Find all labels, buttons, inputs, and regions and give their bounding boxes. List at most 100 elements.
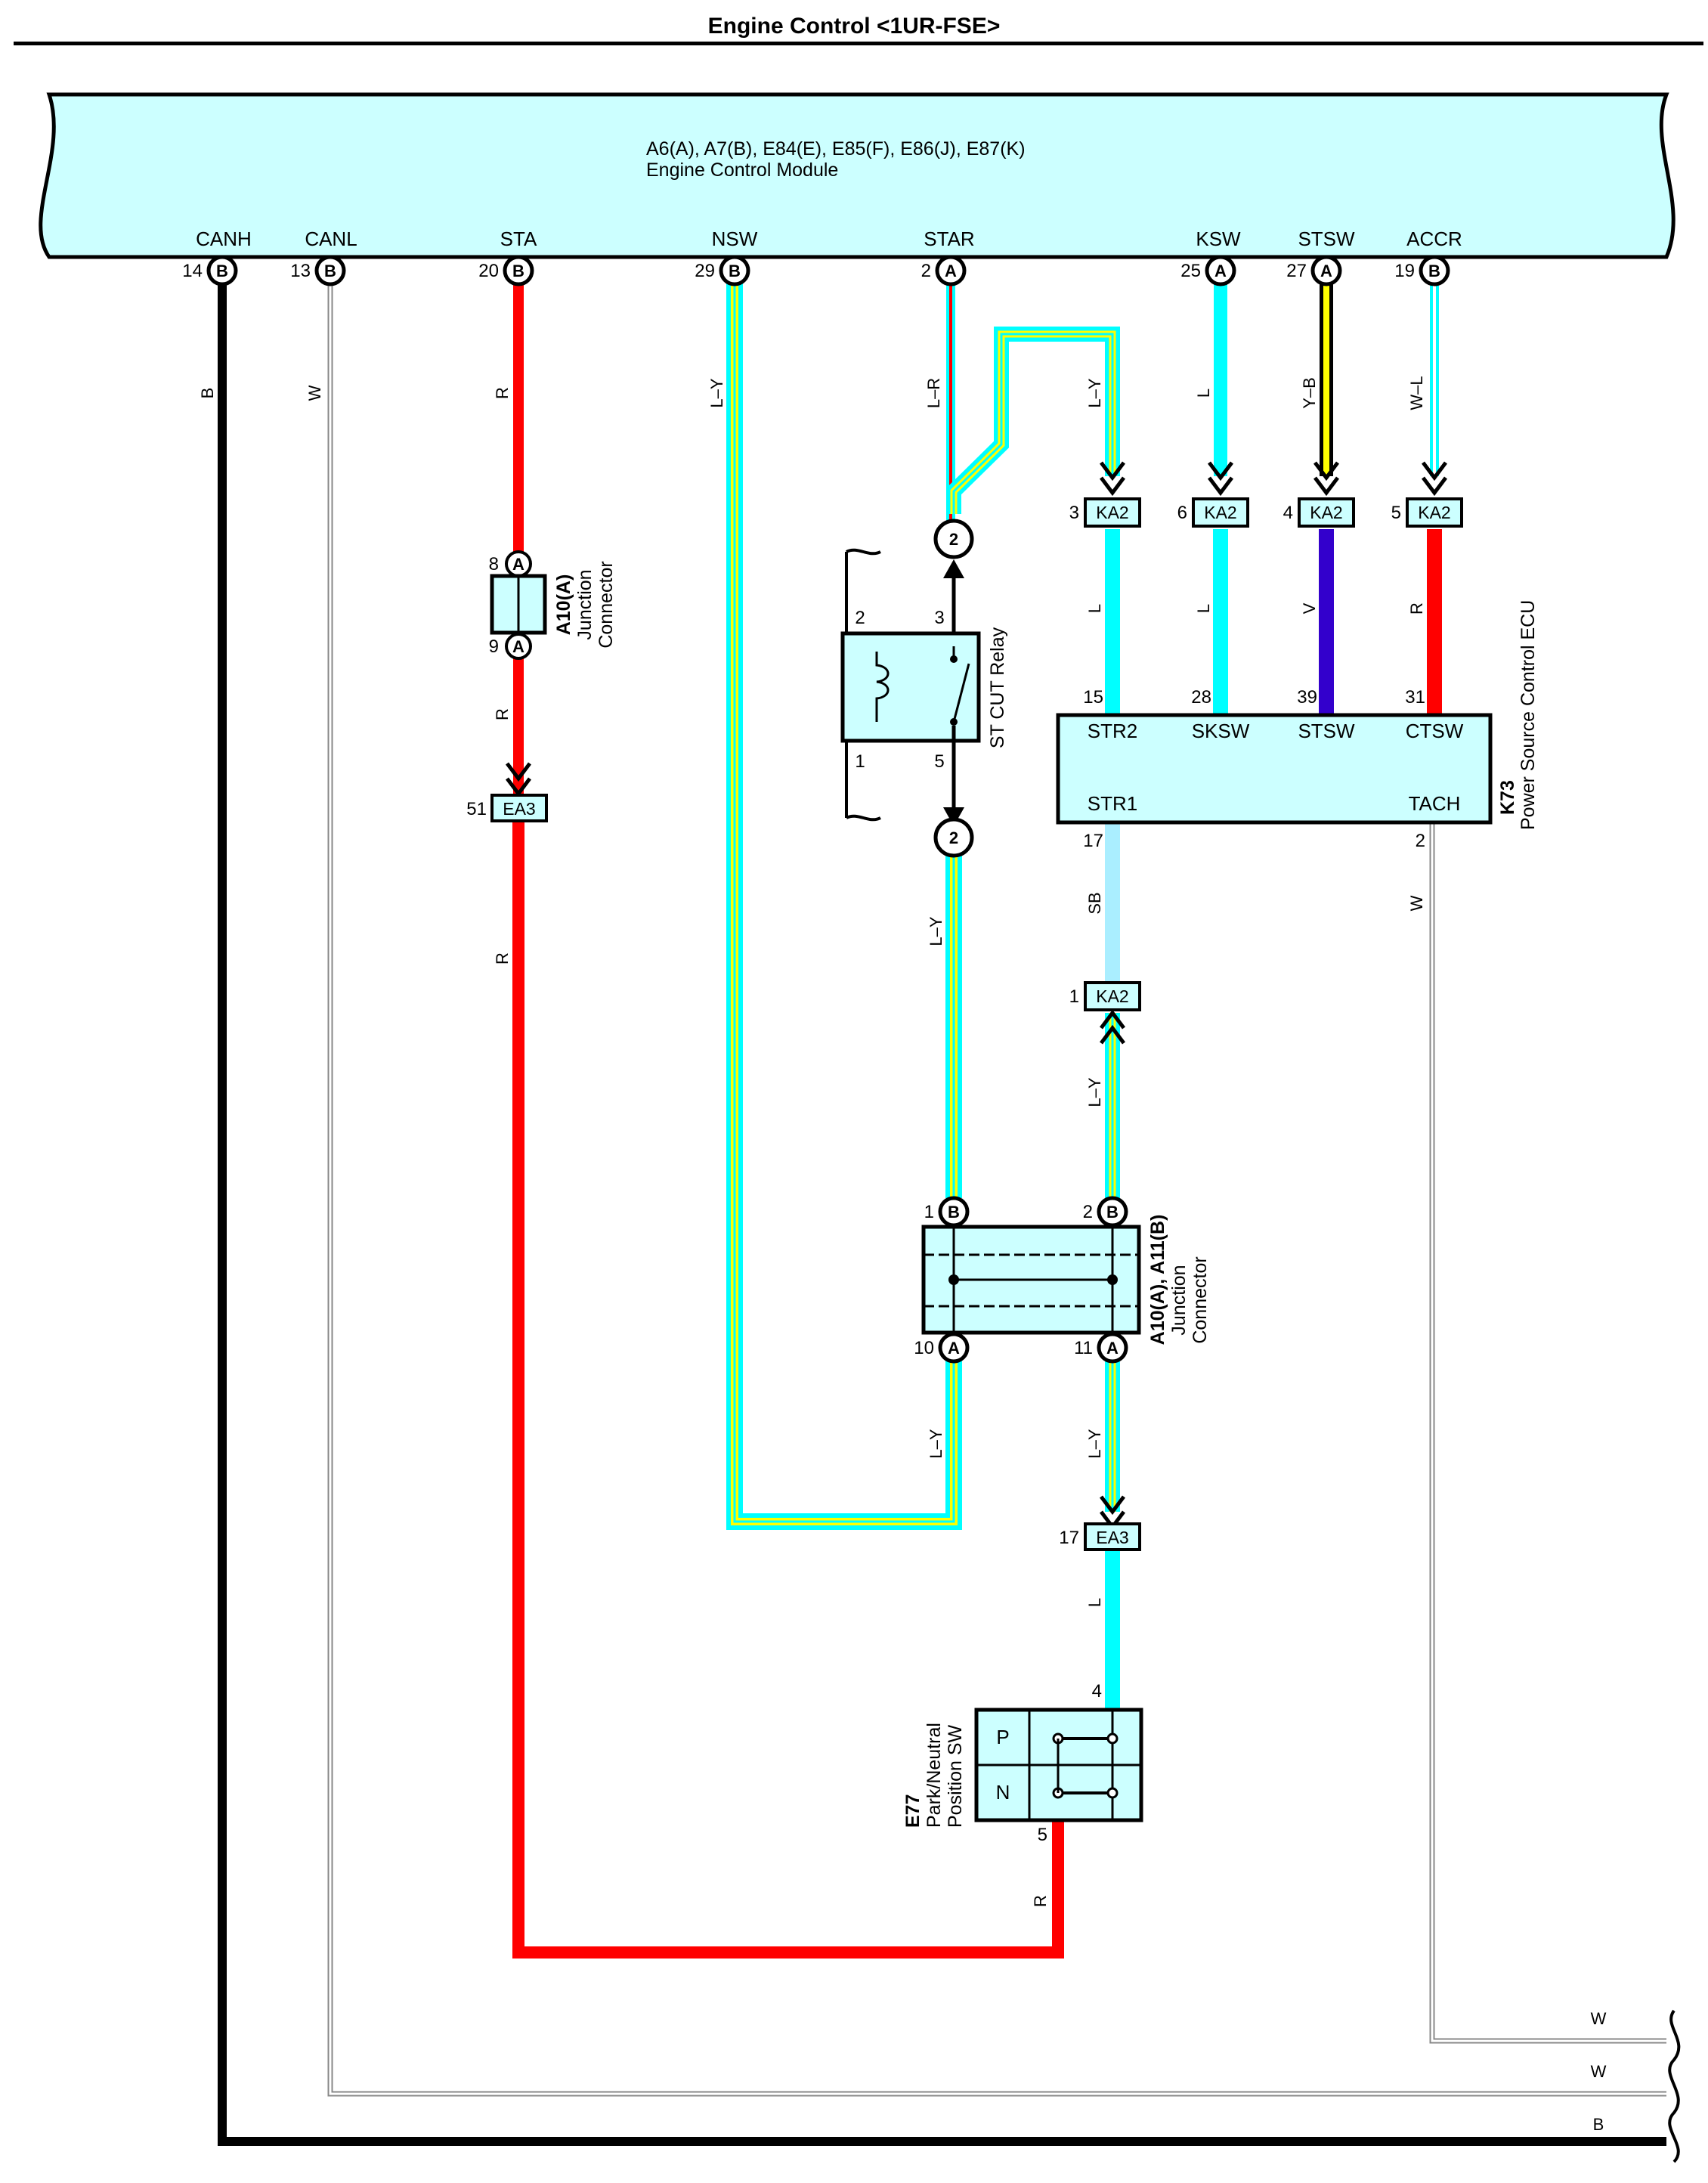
wire-label-stsw: Y–B [1300,377,1319,409]
svg-text:A10(A): A10(A) [553,574,574,636]
svg-text:25: 25 [1180,261,1201,281]
wire-str2-in [946,327,1120,514]
svg-text:KA2: KA2 [1310,503,1342,522]
wire-label-sta-lower: R [493,708,512,720]
ecm-pin-canl-marker: B 13 [290,255,346,286]
svg-text:Connector: Connector [596,561,617,648]
svg-text:N: N [996,1781,1010,1804]
svg-text:2: 2 [921,261,931,281]
wire-label-sksw-ecu: L [1194,604,1213,613]
svg-text:2: 2 [949,530,958,549]
svg-text:14: 14 [182,261,203,281]
wire-label-canl: W [305,385,324,401]
ecm-pin-stsw-marker: A 27 [1286,255,1342,286]
wire-label-tach: W [1407,895,1426,911]
ecm-pin-sta-marker: B 20 [478,255,534,286]
svg-text:B: B [1428,262,1440,280]
wire-label-tail-b: B [1593,2115,1604,2134]
svg-text:20: 20 [478,261,499,281]
ecm-id: A6(A), A7(B), E84(E), E85(F), E86(J), E8… [646,138,1026,159]
svg-text:8: 8 [489,554,499,574]
svg-text:B: B [1106,1203,1119,1222]
svg-text:KA2: KA2 [1096,986,1128,1006]
connector-ka2-ksw: KA2 6 [1177,461,1249,528]
svg-text:15: 15 [1083,687,1103,708]
svg-text:Connector: Connector [1190,1256,1211,1343]
connector-ka2-str2: KA2 3 [1069,461,1141,528]
diagram-title: Engine Control <1UR-FSE> [708,14,1001,39]
svg-text:29: 29 [695,261,715,281]
ecm-pin-canh-marker: B 14 [182,255,238,286]
svg-text:Park/Neutral: Park/Neutral [924,1723,945,1828]
ecm-pin-ksw: KSW [1196,228,1241,250]
title-rule [14,42,1703,45]
svg-text:A: A [512,555,524,574]
svg-text:51: 51 [466,799,487,819]
svg-text:B: B [512,262,524,280]
svg-text:A: A [945,262,957,280]
svg-text:STSW: STSW [1298,720,1355,742]
svg-text:Power Source Control ECU: Power Source Control ECU [1518,600,1539,830]
connector-ka2-str1: KA2 1 [1069,981,1141,1045]
wire-label-jc-left-out: L–Y [927,1429,945,1458]
svg-text:5: 5 [934,751,944,772]
svg-text:A10(A), A11(B): A10(A), A11(B) [1147,1215,1168,1345]
svg-text:6: 6 [1177,503,1187,523]
park-neutral-position-switch: P N 4 5 E77 Park/Neutral Position SW [902,1681,1143,1845]
svg-text:A: A [948,1339,960,1358]
svg-text:TACH: TACH [1409,792,1461,815]
svg-text:3: 3 [1069,503,1079,523]
svg-text:10: 10 [914,1338,934,1358]
wire-label-star: L–R [924,378,943,408]
wire-nsw [726,271,962,1530]
wire-label-sta-bottom: R [493,952,512,965]
connector-ea3-lower: EA3 17 [1059,1495,1141,1551]
svg-text:STR2: STR2 [1088,720,1137,742]
wire-label-tail-w2: W [1591,2062,1607,2081]
svg-text:13: 13 [290,261,311,281]
ecm-pin-nsw: NSW [712,228,758,250]
svg-text:CTSW: CTSW [1406,720,1464,742]
svg-text:EA3: EA3 [1096,1528,1128,1547]
ecm-pin-accr-marker: B 19 [1394,255,1450,286]
svg-text:1: 1 [924,1202,934,1222]
wire-label-ka2-up: L–Y [1085,1077,1104,1107]
ecm-pin-star: STAR [924,228,974,250]
svg-text:B: B [948,1203,960,1222]
wire-label-stsw-ecu: V [1300,602,1319,614]
svg-text:2: 2 [855,608,865,628]
ecm-box [39,92,1676,259]
svg-text:28: 28 [1191,687,1211,708]
svg-text:17: 17 [1083,831,1103,851]
wire-tach [1429,822,1666,2044]
svg-text:39: 39 [1297,687,1317,708]
ecm-pin-ksw-marker: A 25 [1180,255,1236,286]
svg-text:11: 11 [1074,1338,1093,1358]
wire-label-str1: SB [1085,892,1104,914]
svg-text:27: 27 [1286,261,1307,281]
ecm-name: Engine Control Module [646,159,838,181]
ecm-pin-star-marker: A 2 [921,255,967,286]
connector-ka2-accr: KA2 5 [1391,461,1463,528]
svg-text:31: 31 [1405,687,1425,708]
junction-a10-small: A 8 A 9 A10(A) Junction Connector [489,550,617,660]
wire-label-ctsw-ecu: R [1407,602,1426,615]
svg-text:SKSW: SKSW [1192,720,1250,742]
svg-text:A: A [1320,262,1332,280]
st-cut-relay: 2 2 2 3 1 5 ST CUT Relay [840,519,1008,858]
tail-break-mark [1668,2009,1681,2163]
ecm-pin-canl: CANL [305,228,357,250]
svg-text:A: A [1106,1339,1119,1358]
svg-text:19: 19 [1394,261,1415,281]
svg-text:B: B [324,262,336,280]
ecm-pin-stsw: STSW [1298,228,1355,250]
wire-label-str2-in: L–Y [1085,378,1104,407]
svg-text:KA2: KA2 [1418,503,1450,522]
ecm-pin-nsw-marker: B 29 [695,255,750,286]
connector-ka2-stsw: KA2 4 [1283,461,1355,528]
wire-label-accr: W–L [1407,376,1426,410]
svg-text:A: A [1214,262,1227,280]
svg-text:KA2: KA2 [1096,503,1128,522]
wire-label-tail-w1: W [1591,2009,1607,2028]
wire-label-canh: B [198,388,217,399]
